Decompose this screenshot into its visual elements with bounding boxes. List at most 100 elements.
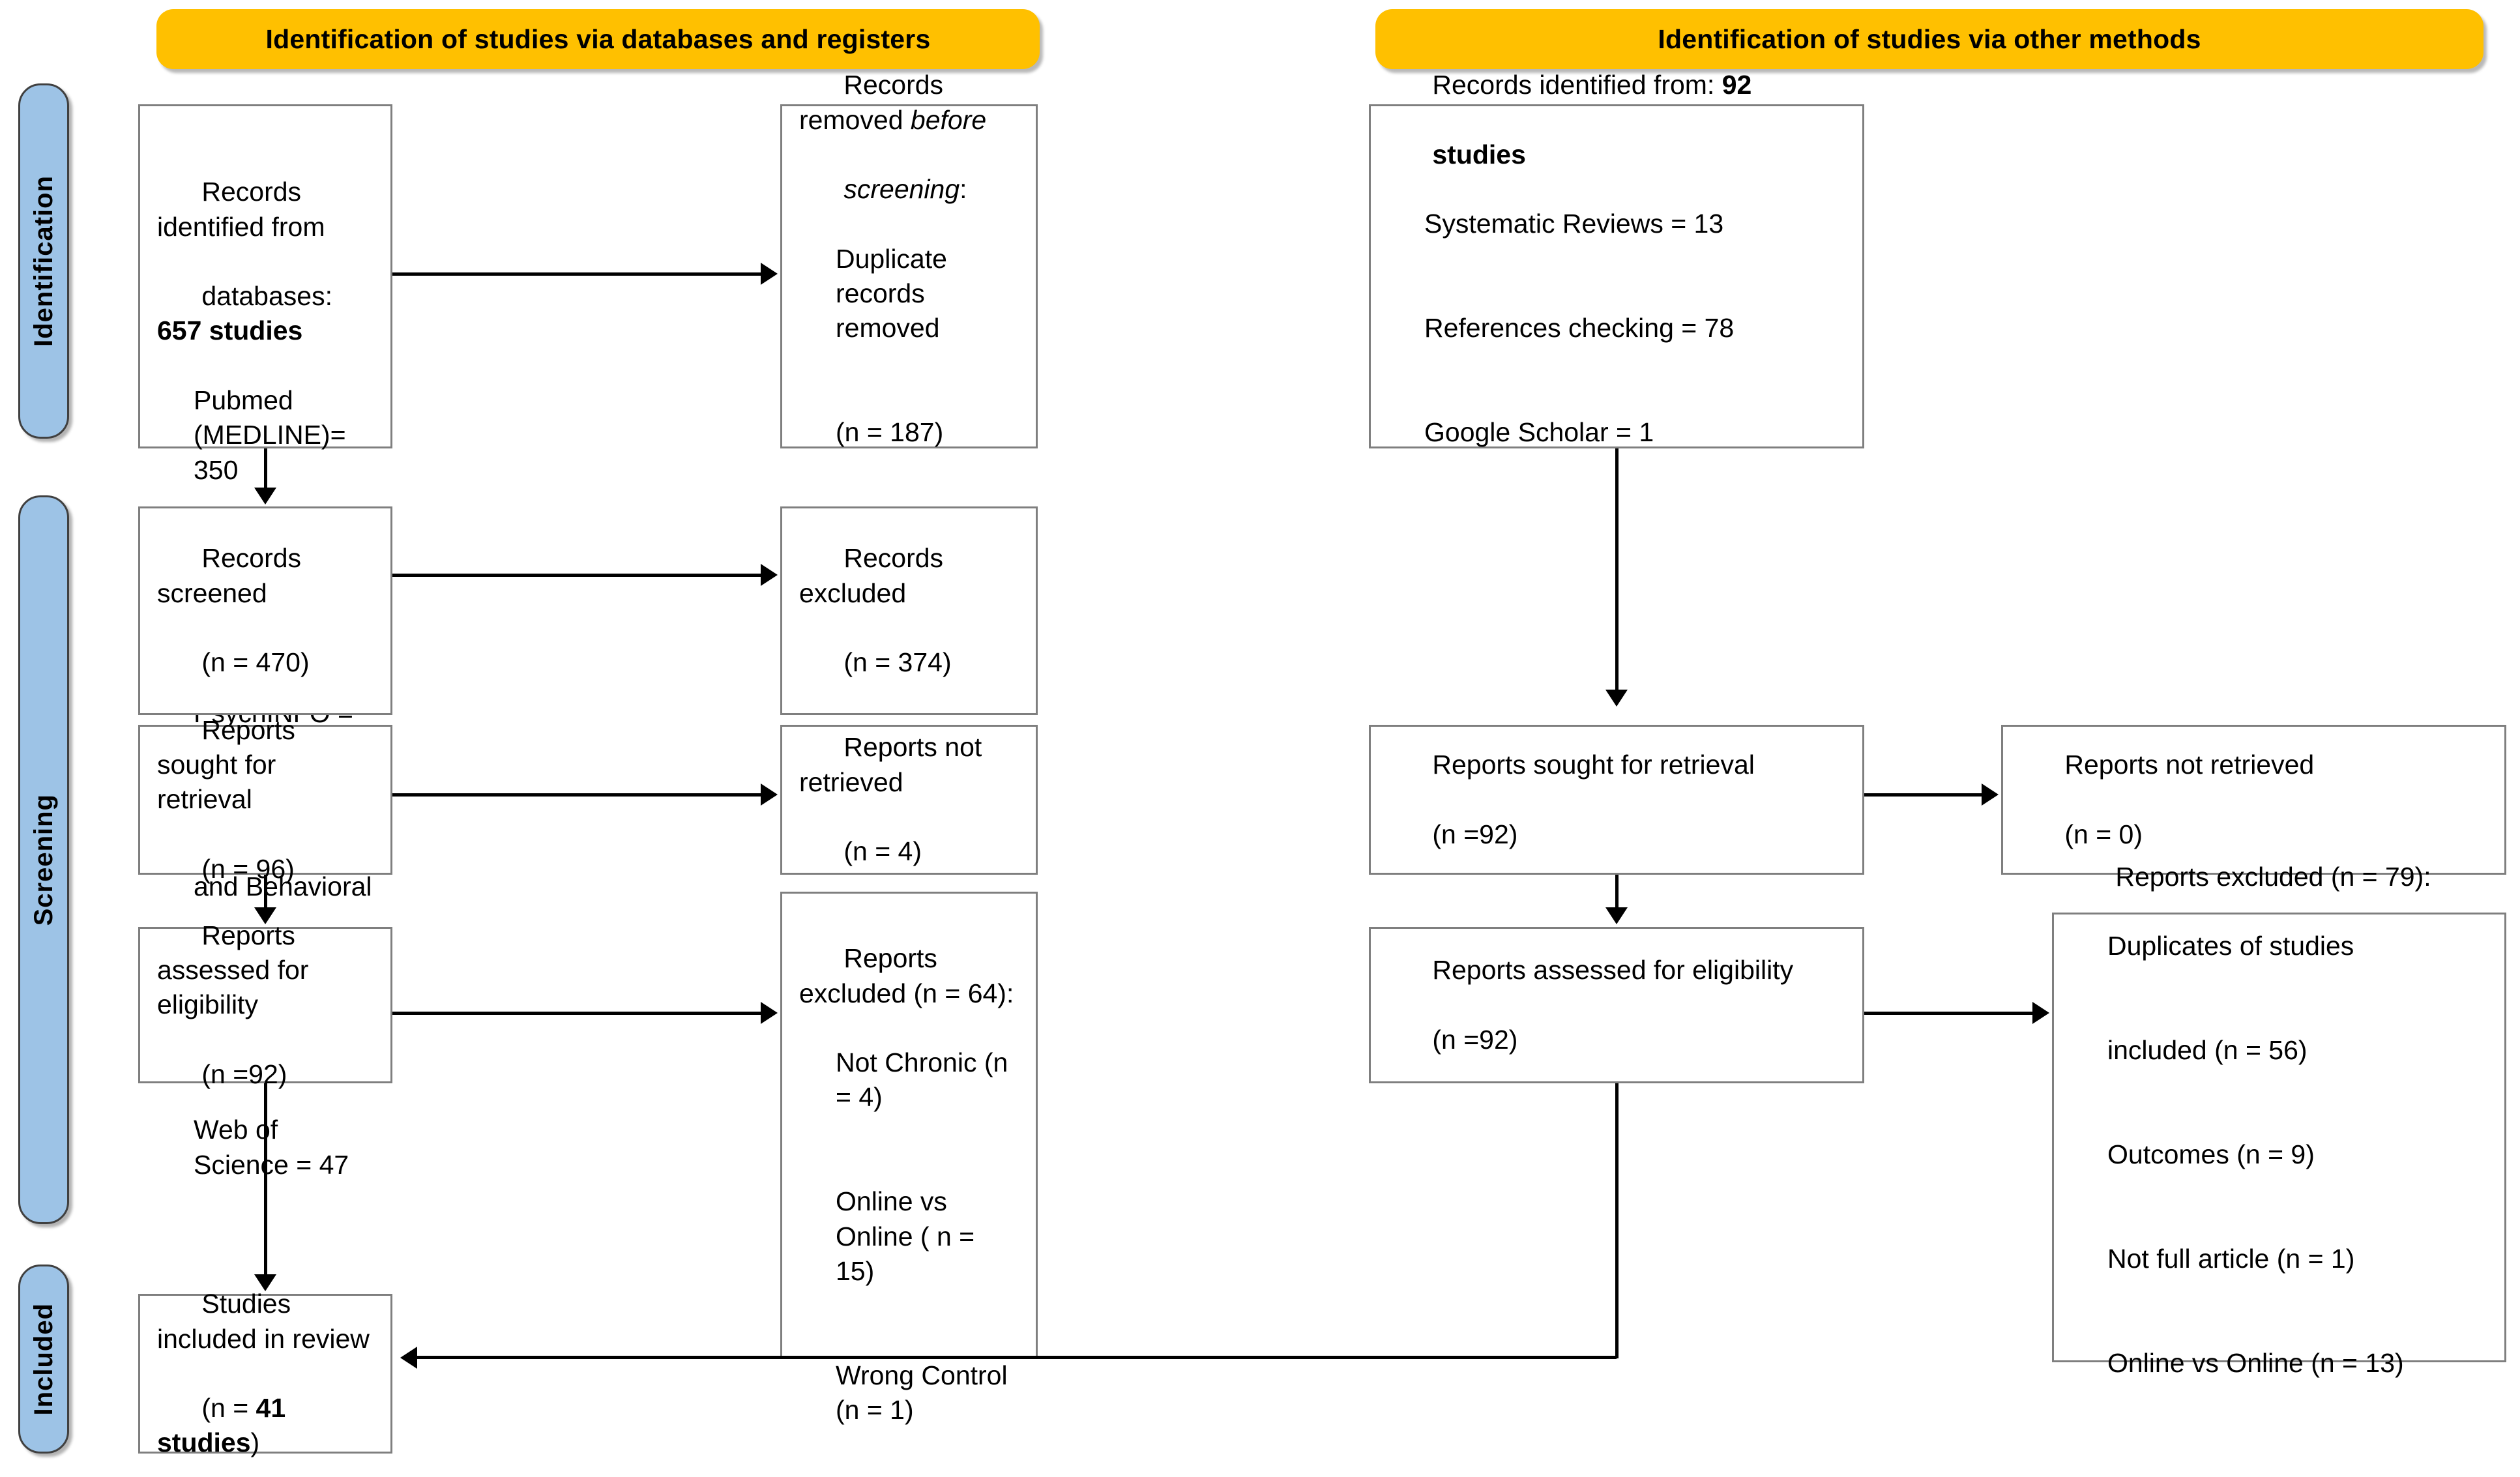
box-reports-sought-other-text: Reports sought for retrieval (n =92) — [1388, 713, 1755, 886]
stage-label-identification: Identification — [18, 83, 69, 439]
arrowhead-assessed-to-included — [254, 1274, 276, 1291]
box-studies-included-text: Studies included in review (n = 41 studi… — [157, 1252, 374, 1477]
box-records-screened: Records screened (n = 470) — [138, 506, 392, 715]
reports-assessed-other-count: (n =92) — [1432, 1024, 1518, 1055]
box-reports-sought-db-text: Reports sought for retrieval (n = 96) — [157, 678, 374, 921]
reports-excluded-other-item: Online vs Online (n = 13) — [2107, 1347, 2404, 1378]
connector-assessed-to-excluded-other — [1864, 1012, 2032, 1015]
records-identified-other-count: 92 — [1722, 70, 1752, 100]
arrowhead-identified-to-removed — [761, 263, 778, 285]
reports-excluded-db-item: Not Chronic (n = 4) — [836, 1047, 1016, 1113]
section-header-other-methods: Identification of studies via other meth… — [1375, 9, 2483, 69]
records-identified-db-line2-prefix: databases: — [201, 281, 340, 312]
reports-assessed-db-line1: Reports assessed for eligibility — [157, 920, 316, 1020]
connector-identified-to-screened — [264, 448, 267, 489]
reports-sought-db-line1: Reports sought for retrieval — [157, 714, 303, 815]
box-records-identified-other-text: Records identified from: 92 studies Syst… — [1388, 33, 1751, 519]
reports-not-retrieved-db-count: (n = 4) — [843, 836, 922, 867]
connector-sought-to-assessed-other — [1615, 875, 1619, 909]
connector-assessed-other-left-to-included — [417, 1356, 1617, 1359]
records-screened-line1: Records screened — [157, 543, 309, 608]
records-identified-other-item: Systematic Reviews = 13 — [1424, 209, 1724, 239]
reports-sought-other-line1: Reports sought for retrieval — [1432, 750, 1755, 780]
box-reports-not-retrieved-db-text: Reports not retrieved (n = 4) — [799, 695, 1019, 904]
box-reports-not-retrieved-databases: Reports not retrieved (n = 4) — [780, 725, 1038, 875]
box-records-identified-databases: Records identified from databases: 657 s… — [138, 104, 392, 1180]
box-reports-assessed-db-text: Reports assessed for eligibility (n =92) — [157, 883, 374, 1126]
stage-label-included-text: Included — [29, 1302, 58, 1416]
records-removed-item: Duplicate records removed — [836, 243, 955, 344]
reports-excluded-other-item: Outcomes (n = 9) — [2107, 1139, 2315, 1169]
connector-assessed-other-down-to-included — [1615, 1083, 1619, 1358]
records-removed-colon: : — [960, 174, 967, 205]
arrowhead-assessed-to-excluded-other — [2032, 1002, 2049, 1024]
connector-sought-to-assessed-db — [264, 875, 267, 909]
arrowhead-identified-to-screened — [254, 488, 276, 505]
arrowhead-sought-to-assessed-other — [1605, 907, 1628, 924]
records-excluded-count: (n = 374) — [843, 647, 952, 678]
records-identified-db-line1: Records identified from — [157, 177, 325, 242]
reports-assessed-db-count: (n =92) — [201, 1059, 287, 1089]
section-header-other-methods-label: Identification of studies via other meth… — [1658, 23, 2201, 54]
reports-excluded-other-item: included (n = 56) — [2107, 1035, 2308, 1066]
box-reports-assessed-databases: Reports assessed for eligibility (n =92) — [138, 920, 392, 1089]
records-removed-line1-prefix: Records removed — [799, 70, 951, 135]
section-header-databases: Identification of studies via databases … — [156, 9, 1040, 69]
arrowhead-screened-to-excluded — [761, 564, 778, 586]
connector-assessed-to-excluded-db — [392, 1012, 761, 1015]
connector-assessed-to-included — [264, 1083, 267, 1276]
box-reports-sought-other: Reports sought for retrieval (n =92) — [1369, 725, 1864, 875]
box-records-excluded: Records excluded (n = 374) — [780, 506, 1038, 715]
box-reports-excluded-other: Reports excluded (n = 79): Duplicates of… — [2052, 862, 2506, 1378]
reports-not-retrieved-other-line1: Reports not retrieved — [2064, 750, 2315, 780]
stage-label-identification-text: Identification — [29, 175, 58, 347]
reports-not-retrieved-other-count: (n = 0) — [2064, 819, 2143, 849]
records-removed-italic-before: before — [910, 104, 987, 135]
connector-identified-other-to-sought-other — [1615, 448, 1619, 691]
studies-included-count: 41 studies — [157, 1393, 293, 1458]
box-records-identified-other-methods: Records identified from: 92 studies Syst… — [1369, 70, 1864, 448]
section-header-databases-label: Identification of studies via databases … — [265, 23, 931, 54]
stage-label-screening: Screening — [18, 495, 69, 1224]
box-records-removed-text: Records removed before screening: Duplic… — [799, 33, 1019, 519]
box-reports-excluded-db-text: Reports excluded (n = 64): Not Chronic (… — [799, 907, 1019, 1477]
arrowhead-sought-to-assessed-db — [254, 907, 276, 924]
records-removed-item: (n = 187) — [836, 417, 944, 448]
records-identified-db-count: 657 studies — [157, 315, 303, 346]
connector-sought-to-not-retrieved-other — [1864, 793, 1982, 797]
records-screened-count: (n = 470) — [201, 647, 310, 678]
connector-screened-to-excluded — [392, 574, 761, 577]
studies-included-prefix: (n = — [201, 1393, 256, 1424]
box-reports-excluded-databases: Reports excluded (n = 64): Not Chronic (… — [780, 892, 1038, 1425]
reports-assessed-other-line1: Reports assessed for eligibility — [1432, 955, 1794, 986]
box-reports-assessed-other-text: Reports assessed for eligibility (n =92) — [1388, 918, 1793, 1092]
reports-excluded-other-item: Duplicates of studies — [2107, 931, 2354, 961]
box-records-excluded-text: Records excluded (n = 374) — [799, 506, 1019, 715]
records-identified-db-item: Pubmed (MEDLINE)= 350 — [194, 385, 353, 485]
box-reports-excluded-other-text: Reports excluded (n = 79): Duplicates of… — [2071, 825, 2431, 1450]
arrowhead-assessed-to-excluded-db — [761, 1002, 778, 1024]
reports-excluded-other-item: Not full article (n = 1) — [2107, 1243, 2355, 1274]
records-excluded-line1: Records excluded — [799, 543, 951, 608]
stage-label-screening-text: Screening — [29, 793, 58, 926]
box-reports-not-retrieved-other-text: Reports not retrieved (n = 0) — [2020, 713, 2314, 886]
reports-excluded-other-line1: Reports excluded (n = 79): — [2115, 861, 2431, 892]
reports-not-retrieved-db-line1: Reports not retrieved — [799, 732, 989, 797]
reports-excluded-db-line1: Reports excluded (n = 64): — [799, 943, 1014, 1008]
studies-included-suffix: ) — [250, 1427, 260, 1458]
records-identified-other-studies: studies — [1432, 139, 1526, 169]
studies-included-line1: Studies included in review — [157, 1289, 370, 1354]
box-records-removed-before-screening: Records removed before screening: Duplic… — [780, 70, 1038, 448]
reports-excluded-db-item: Online vs Online ( n = 15) — [836, 1186, 982, 1286]
box-reports-assessed-other: Reports assessed for eligibility (n =92) — [1369, 927, 1864, 1083]
box-studies-included: Studies included in review (n = 41 studi… — [138, 1289, 392, 1457]
reports-sought-db-count: (n = 96) — [201, 853, 295, 884]
arrowhead-other-to-included — [400, 1347, 417, 1369]
box-reports-not-retrieved-other: Reports not retrieved (n = 0) — [2001, 725, 2506, 875]
connector-identified-to-removed — [392, 272, 761, 276]
arrowhead-identified-other-to-sought-other — [1605, 690, 1628, 707]
records-removed-italic-screening: screening — [843, 174, 960, 205]
reports-sought-other-count: (n =92) — [1432, 819, 1518, 849]
reports-excluded-db-item: Wrong Control (n = 1) — [836, 1360, 1015, 1426]
